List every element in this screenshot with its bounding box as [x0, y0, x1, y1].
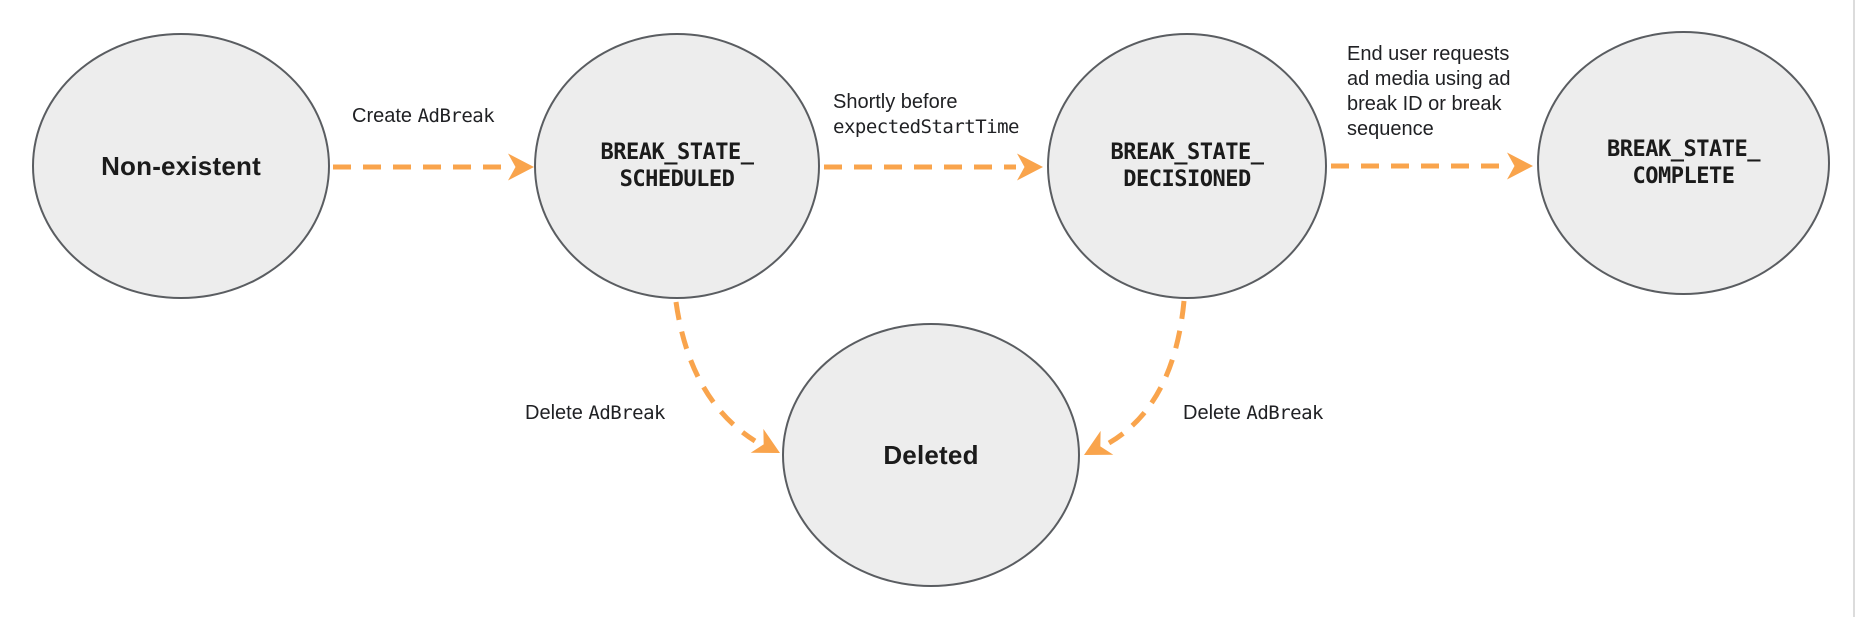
edge-delete-adbreak-right-curve: [1107, 300, 1187, 446]
edge-label-text: Delete: [525, 402, 589, 424]
edge-label-text: Delete: [1183, 402, 1247, 424]
edge-label-code-text: AdBreak: [417, 105, 495, 127]
arrowhead-icon: [750, 428, 780, 453]
state-node-break-state-complete: BREAK_STATE_ COMPLETE: [1537, 31, 1830, 295]
edge-label-delete-adbreak-right: Delete AdBreak: [1183, 401, 1323, 426]
edge-label-delete-adbreak-left: Delete AdBreak: [525, 401, 665, 426]
state-label-line2: DECISIONED: [1123, 167, 1251, 192]
state-label-line2: COMPLETE: [1632, 164, 1735, 189]
edge-label-shortly-before: Shortly before expectedStartTime: [833, 90, 1019, 140]
edge-label-create-adbreak: Create AdBreak: [352, 104, 495, 129]
edge-delete-adbreak-right: [1084, 300, 1187, 455]
state-node-non-existent: Non-existent: [32, 33, 330, 299]
state-label-line2: SCHEDULED: [619, 167, 735, 192]
edge-label-line2: ad media using ad: [1347, 68, 1511, 90]
edge-label-line1: End user requests: [1347, 43, 1510, 65]
state-label: Non-existent: [101, 150, 261, 181]
edge-label-line2-code: expectedStartTime: [833, 116, 1019, 138]
edge-label-end-user-requests: End user requests ad media using ad brea…: [1347, 42, 1510, 142]
edge-label-text: Create: [352, 105, 418, 127]
state-label-line1: BREAK_STATE_: [1110, 140, 1264, 165]
edge-label-code-text: AdBreak: [1246, 402, 1323, 424]
edge-label-code-text: AdBreak: [588, 402, 665, 424]
state-label-line1: BREAK_STATE_: [600, 140, 754, 165]
edge-shortly-before: [824, 153, 1043, 181]
edge-label-line4: sequence: [1347, 118, 1434, 140]
arrowhead-icon: [1017, 153, 1043, 181]
state-node-deleted: Deleted: [782, 323, 1080, 587]
arrowhead-icon: [1084, 430, 1114, 455]
arrowhead-icon: [1507, 152, 1533, 180]
state-label: Deleted: [883, 439, 979, 470]
state-node-break-state-scheduled: BREAK_STATE_ SCHEDULED: [534, 33, 820, 299]
edge-create-adbreak: [333, 153, 534, 181]
state-label: BREAK_STATE_ SCHEDULED: [601, 139, 754, 193]
state-node-break-state-decisioned: BREAK_STATE_ DECISIONED: [1047, 33, 1327, 299]
state-label: BREAK_STATE_ COMPLETE: [1607, 136, 1760, 190]
edge-end-user-requests: [1331, 152, 1533, 180]
edge-label-line1: Shortly before: [833, 91, 958, 113]
edge-delete-adbreak-left-curve: [673, 301, 757, 444]
edge-delete-adbreak-left: [673, 301, 780, 453]
state-label-line1: BREAK_STATE_: [1607, 137, 1760, 162]
edge-label-line3: break ID or break: [1347, 93, 1502, 115]
arrowhead-icon: [508, 153, 534, 181]
state-label: BREAK_STATE_ DECISIONED: [1111, 139, 1264, 193]
page-edge-divider: [1853, 0, 1855, 617]
